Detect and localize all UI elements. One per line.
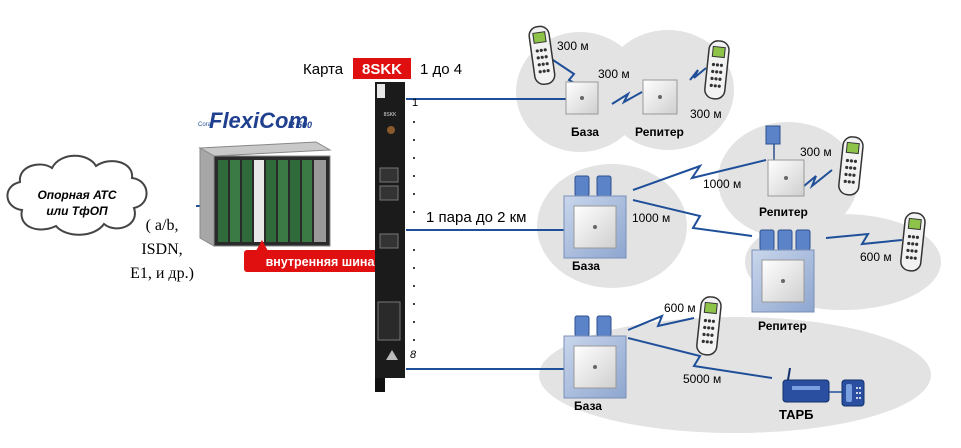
handset-3 [838,136,864,196]
radio-link-base-tarb [627,337,773,379]
repeater-1 [642,79,678,115]
card-connector [377,301,401,341]
distance-6: 1000 м [632,211,670,225]
base-2-body [573,205,617,249]
distance-4: 300 м [800,145,832,159]
interface-3: E1, и др.) [130,265,194,282]
port-last: 8 [410,349,417,361]
cloud-shape [6,154,148,236]
exchange-cloud: Опорная АТС или ТфОП [6,154,148,236]
card-board: 8SKK [375,82,405,392]
distance-3: 300 м [690,107,722,121]
pbx-cabinet [198,141,332,247]
cabinet-boards [218,160,326,242]
radio-link-repeater-handset-1 [689,67,707,81]
base-3-label: База [574,399,602,413]
card-port-b [379,185,399,201]
base-2-label: База [572,259,600,273]
interface-2: ISDN, [141,241,182,258]
tarb-body [782,379,830,403]
port-first: 1 [412,97,418,109]
brand-model: R 500 [288,120,312,130]
card-face-label: 8SKK [384,112,397,118]
distance-8: 600 м [664,301,696,315]
base-station-3 [563,315,627,399]
handsets [528,25,926,356]
repeater-3 [751,229,815,313]
radio-link-base-repeater [611,91,643,105]
card-port-c [379,233,399,249]
repeater-2-label: Репитер [759,205,808,219]
card-latch-bottom [375,378,385,392]
pbx-logo: Coral FlexiCom R 500 [198,108,312,133]
card-name: 8SKK [362,61,402,78]
repeater-2 [765,125,805,197]
cloud-line-1: Опорная АТС [37,188,116,202]
card-title-suffix: 1 до 4 [420,61,462,78]
repeater-3-label: Репитер [758,319,807,333]
bus-label-box [244,250,396,272]
distance-5: 1000 м [703,177,741,191]
handset-1 [528,25,556,86]
radio-link-base-repeater-3 [632,199,753,237]
radio-link-base-handset-4 [627,314,695,331]
card-warning-icon [386,350,398,360]
brand-name: FlexiCom [209,108,308,133]
radio-link-base-repeater-2 [632,159,767,191]
distance-7: 600 м [860,250,892,264]
handset-2 [704,40,730,100]
bus-label: внутренняя шина [266,255,376,269]
tarb-label: ТАРБ [779,407,814,422]
distance-2: 300 м [598,67,630,81]
pair-label: 1 пара до 2 км [426,209,526,226]
cloud-line-2: или ТфОП [46,204,108,218]
card-title-prefix: Карта [303,61,344,78]
handset-4 [900,212,926,272]
tarb-terminal [782,367,830,403]
distance-9: 5000 м [683,372,721,386]
base-station-1 [565,81,599,115]
distance-1: 300 м [557,39,589,53]
radio-link-repeater-handset-3 [825,232,903,246]
base-station-2 [563,175,627,259]
brand-small: Coral [198,122,212,128]
coverage-area-base-3 [539,317,931,433]
handset-5 [696,296,722,356]
cabinet-top [198,141,332,157]
base-1-label: База [571,125,599,139]
card-name-box [353,58,411,79]
port-dots [413,121,415,341]
repeater-1-label: Репитер [635,125,684,139]
repeater-2-antenna [765,125,781,145]
card-port-a [379,167,399,183]
radio-link-repeater-handset-2 [803,169,833,190]
cabinet-side [199,147,215,247]
desk-phone-icon [841,379,865,407]
card-led [387,126,395,134]
interface-1: ( a/b, [146,217,179,234]
card-latch-top [377,84,385,98]
